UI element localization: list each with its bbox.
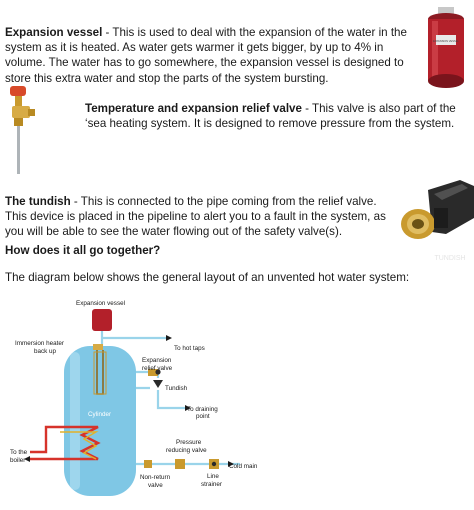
diagram-intro: The diagram below shows the general layo… [5, 271, 410, 284]
label-cold-main: Cold main [229, 463, 258, 470]
label-expansion-vessel: Expansion vessel [76, 300, 125, 307]
cylinder-symbol [64, 346, 136, 496]
label-non-return-1: Non-return [140, 474, 171, 481]
expansion-vessel-photo: EXPANSION VESSEL [428, 7, 464, 88]
label-to-draining-1: To draining [187, 406, 218, 413]
label-immersion-heater-2: back up [34, 348, 57, 355]
relief-valve-photo [10, 86, 35, 174]
expansion-vessel-symbol [92, 309, 112, 331]
tundish-photo-caption: TUNDISH [434, 255, 465, 262]
label-to-draining-2: point [196, 413, 210, 420]
section-heading: How does it all go together? [5, 244, 161, 257]
relief-valve-term: Temperature and expansion relief valve [85, 102, 302, 115]
label-immersion-heater-1: Immersion heater [15, 340, 64, 347]
relief-valve-paragraph: Temperature and expansion relief valve -… [85, 101, 474, 131]
label-pressure-reducing-1: Pressure [176, 439, 202, 446]
tundish-symbol [153, 380, 163, 388]
label-to-hot-taps: To hot taps [174, 345, 205, 352]
relief-valve-symbol [148, 369, 161, 376]
tundish-paragraph: The tundish - This is connected to the p… [5, 194, 397, 240]
vessel-photo-caption: EXPANSION VESSEL [433, 39, 459, 43]
label-line-strainer-2: strainer [201, 481, 222, 488]
immersion-heater-symbol [93, 344, 107, 395]
label-non-return-2: valve [148, 482, 163, 489]
hot-water-system-diagram: Expansion vessel Immersion heater back u… [10, 300, 258, 496]
expansion-vessel-text: - This is used to deal with the expansio… [5, 26, 407, 85]
tundish-text: - This is connected to the pipe coming f… [5, 195, 386, 239]
label-to-the-boiler-1: To the [10, 449, 28, 456]
label-pressure-reducing-2: reducing valve [166, 447, 207, 454]
label-line-strainer-1: Line [207, 473, 219, 480]
label-tundish: Tundish [165, 385, 188, 392]
label-to-the-boiler-2: boiler [10, 457, 25, 464]
heating-coil-symbol [30, 425, 101, 461]
tundish-photo: TUNDISH [401, 180, 474, 262]
expansion-vessel-term: Expansion vessel [5, 26, 103, 39]
cold-main-fittings [144, 459, 219, 469]
tundish-term: The tundish [5, 195, 71, 208]
relief-valve-text: - This valve is also part of the ‘sea he… [85, 102, 456, 131]
label-cylinder: Cylinder [88, 411, 111, 418]
expansion-vessel-paragraph: Expansion vessel - This is used to deal … [5, 25, 415, 86]
label-expansion-relief-2: relief valve [142, 365, 173, 372]
label-expansion-relief-1: Expansion [142, 357, 172, 364]
flow-arrows [24, 335, 234, 467]
